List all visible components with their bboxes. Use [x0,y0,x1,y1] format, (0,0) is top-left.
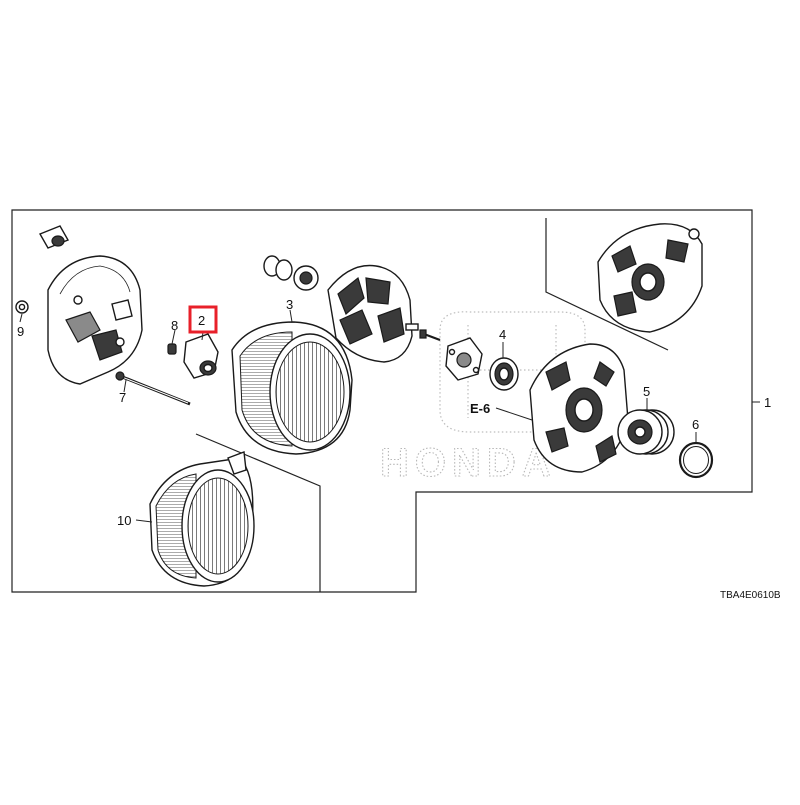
callout-7[interactable]: 7 [119,390,126,405]
rear-housing-inset [597,223,703,333]
front-housing [495,343,629,473]
callout-4[interactable]: 4 [499,327,506,342]
part-6-o-ring [678,432,714,479]
callout-3[interactable]: 3 [286,297,293,312]
part-9-nut [15,300,29,323]
part-7-through-bolt [115,371,191,406]
highlight-box [188,305,218,334]
part-10-stator [135,451,255,587]
small-bolt [419,329,441,342]
part-2-brush-holder [183,331,219,379]
watermark-text: HONDA [380,441,557,485]
part-8-screw [167,329,177,355]
callout-9[interactable]: 9 [17,324,24,339]
callout-8[interactable]: 8 [171,318,178,333]
reference-e6[interactable]: E-6 [470,401,490,416]
callout-10[interactable]: 10 [117,513,131,528]
rotor-assembly [263,255,419,363]
retainer-plate [445,337,483,381]
callout-1[interactable]: 1 [764,395,771,410]
rear-cover [47,255,143,385]
part-4-bearing [489,342,519,391]
callout-2[interactable]: 2 [198,313,205,328]
callout-6[interactable]: 6 [692,417,699,432]
part-3-stator [231,309,353,455]
part-5-pulley [617,398,675,455]
callout-5[interactable]: 5 [643,384,650,399]
assembly-frame [11,209,753,593]
terminal-cap [38,225,70,249]
diagram-code: TBA4E0610B [720,590,781,601]
